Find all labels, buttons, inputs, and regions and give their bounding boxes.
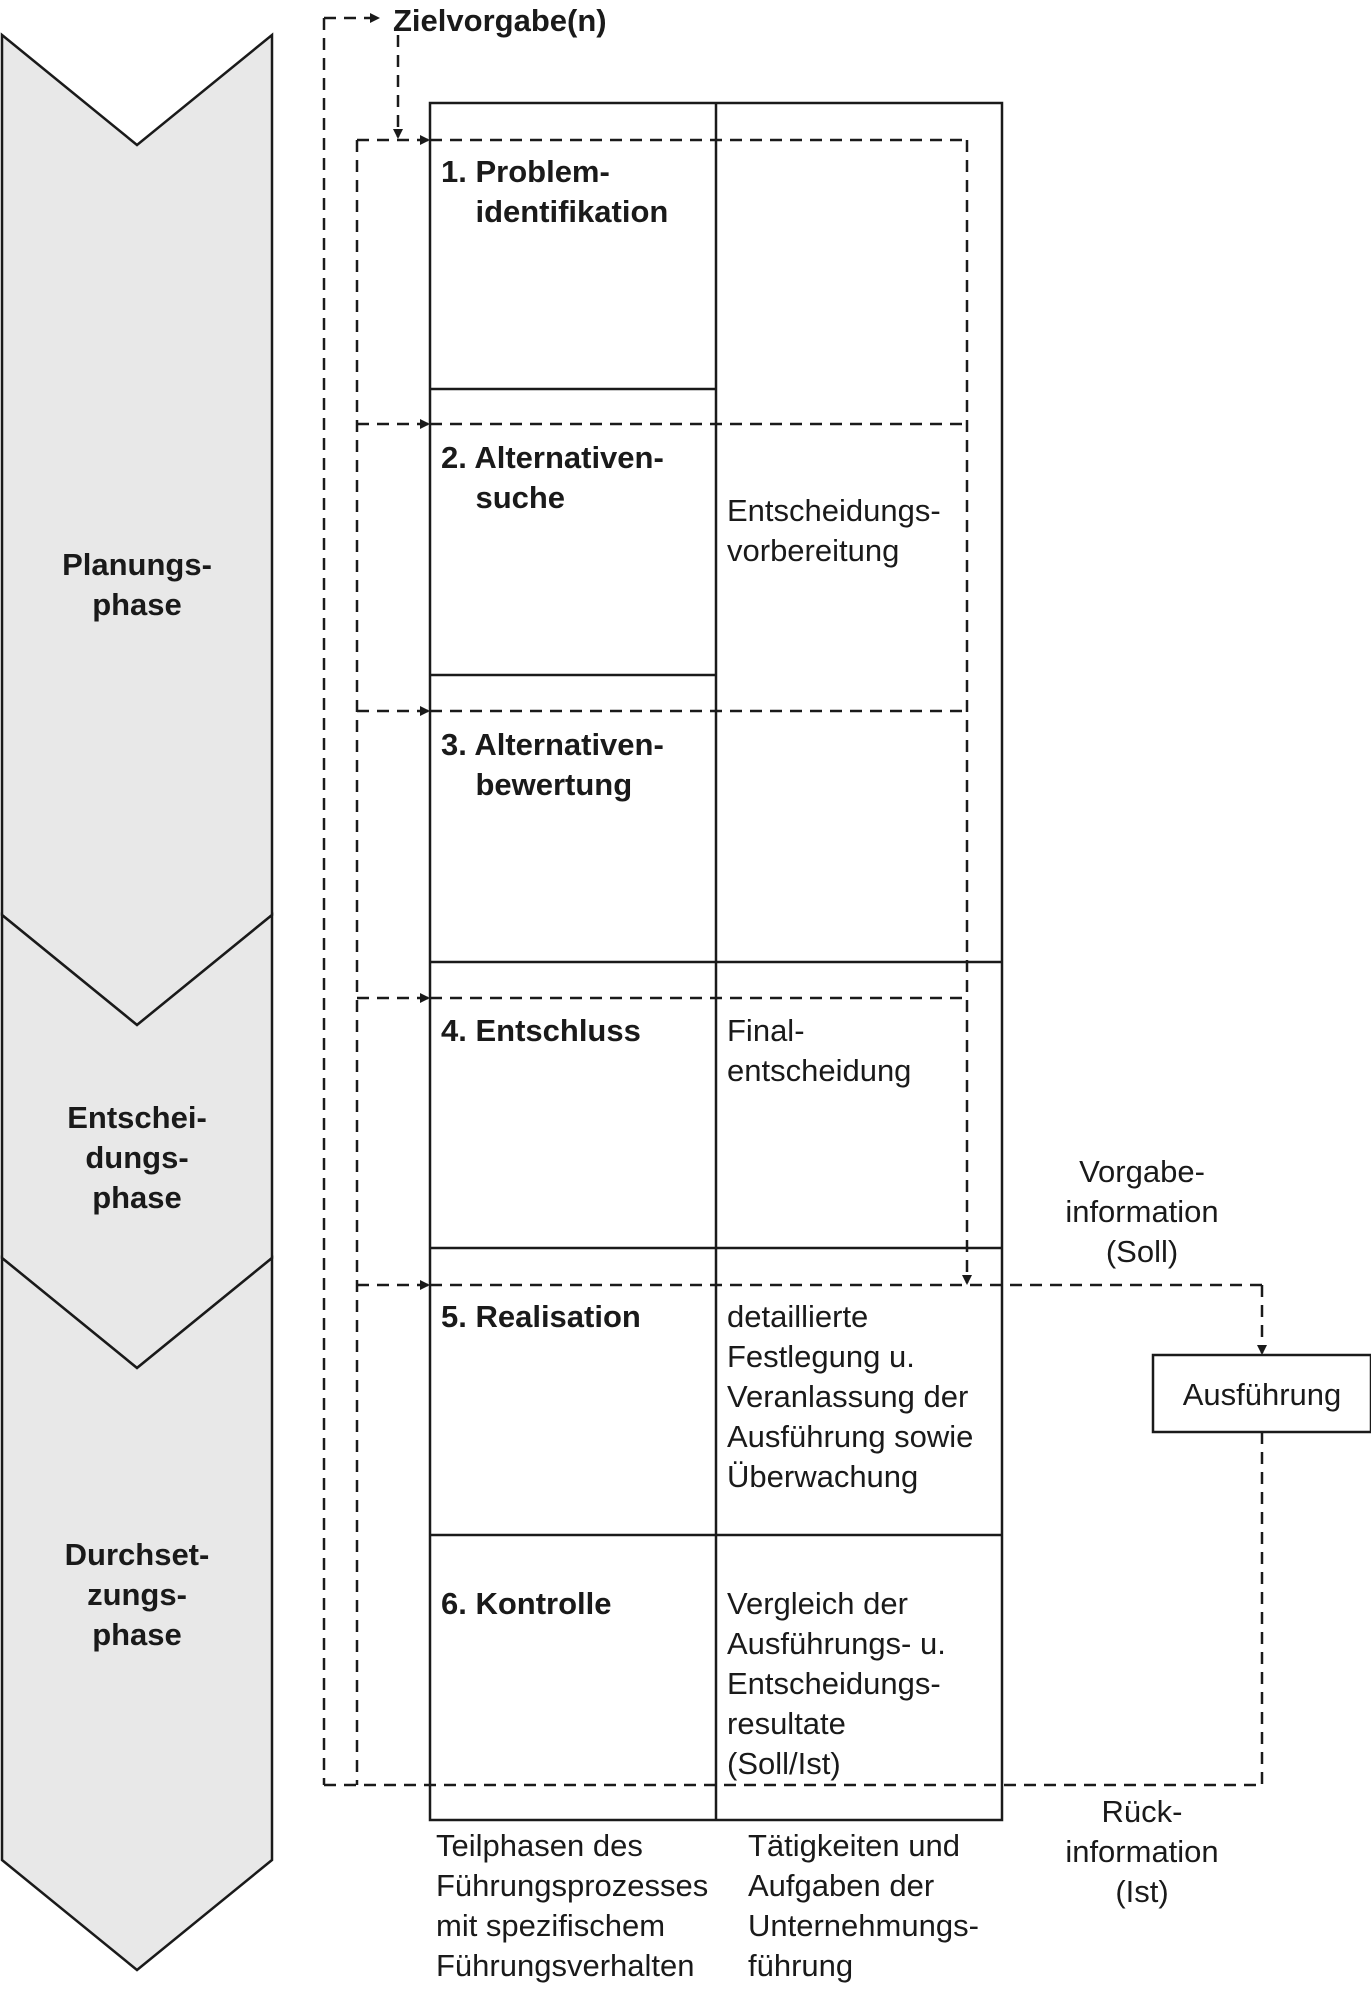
- execution-box: [1151, 1353, 1371, 1434]
- activity-final-decision: Final- entscheidung: [727, 1013, 912, 1088]
- goal-label: Zielvorgabe(n): [393, 3, 607, 38]
- phase-chevron-implementation: [0, 1255, 274, 1972]
- caption-right-column: Tätigkeiten und Aufgaben der Unternehmun…: [748, 1828, 979, 1983]
- step-5-label: 5. Realisation: [441, 1299, 641, 1334]
- phase-label-decision: Entschei- dungs- phase: [67, 1100, 207, 1215]
- activity-realisation: detaillierte Festlegung u. Veranlassung …: [727, 1299, 974, 1494]
- activity-decision-preparation: Entscheidungs- vorbereitung: [727, 493, 941, 568]
- flow-lines: [322, 13, 1267, 1787]
- target-info-label: Vorgabe- information (Soll): [1065, 1154, 1219, 1269]
- phase-chevron-planning: [0, 32, 274, 1027]
- phase-label-planning: Planungs- phase: [62, 547, 212, 622]
- step-1-label: 1. Problem- identifikation: [441, 154, 669, 229]
- step-3-label: 3. Alternativen- bewertung: [441, 727, 664, 802]
- step-4-label: 4. Entschluss: [441, 1013, 641, 1048]
- execution-label: Ausführung: [1182, 1377, 1342, 1412]
- feedback-info-label: Rück- information (Ist): [1065, 1794, 1219, 1909]
- process-table: [428, 101, 1004, 1822]
- step-2-label: 2. Alternativen- suche: [441, 440, 664, 515]
- activity-control: Vergleich der Ausführungs- u. Entscheidu…: [727, 1586, 946, 1781]
- step-6-label: 6. Kontrolle: [441, 1586, 612, 1621]
- phase-label-implementation: Durchset- zungs- phase: [64, 1537, 210, 1652]
- caption-left-column: Teilphasen des Führungsprozesses mit spe…: [436, 1828, 709, 1983]
